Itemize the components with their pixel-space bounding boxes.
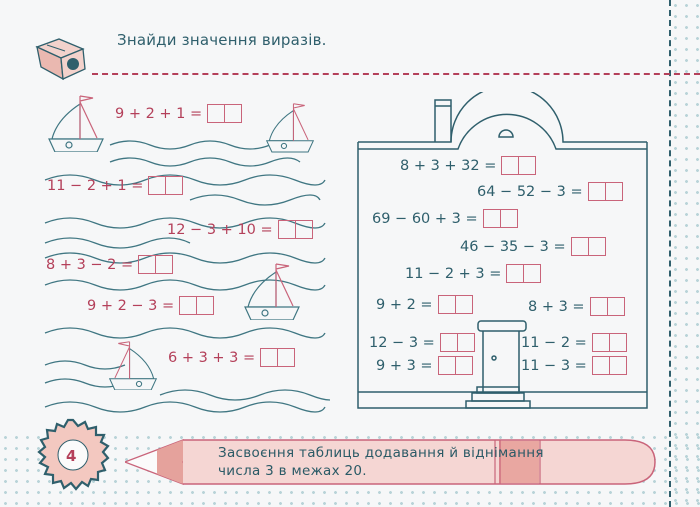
margin-line-vertical	[669, 0, 671, 507]
exercise-row: 6 + 3 + 3 =	[168, 348, 296, 367]
answer-box[interactable]	[591, 356, 627, 375]
exercise-row: 11 − 3 =	[521, 356, 627, 375]
house-drawing	[357, 92, 648, 409]
answer-box[interactable]	[437, 295, 473, 314]
answer-box[interactable]	[587, 182, 623, 201]
exercise-row: 9 + 2 − 3 =	[87, 296, 215, 315]
exercise-row: 12 − 3 =	[369, 333, 475, 352]
exercise-row: 8 + 3 − 2 =	[46, 255, 174, 274]
exercise-row: 8 + 3 + 32 =	[400, 156, 537, 175]
exercise-row: 46 − 35 − 3 =	[460, 237, 606, 256]
answer-box[interactable]	[207, 104, 243, 123]
pencil-shavings-badge	[37, 418, 110, 491]
exercise-row: 64 − 52 − 3 =	[477, 182, 623, 201]
exercise-row: 8 + 3 =	[528, 297, 625, 316]
topic-description: Засвоєння таблиць додавання й віднімання…	[218, 444, 544, 480]
pencil-banner	[125, 439, 656, 485]
exercise-row: 9 + 2 =	[376, 295, 473, 314]
sea-waves	[44, 140, 330, 413]
answer-box[interactable]	[148, 176, 184, 195]
dashed-divider	[92, 73, 700, 75]
answer-box[interactable]	[138, 255, 174, 274]
instruction-title: Знайди значення виразів.	[117, 31, 327, 49]
answer-box[interactable]	[437, 356, 473, 375]
exercise-row: 11 − 2 + 1 =	[47, 176, 184, 195]
exercise-row: 11 − 2 + 3 =	[405, 264, 542, 283]
dotted-margin-right	[670, 0, 700, 507]
answer-box[interactable]	[482, 209, 518, 228]
exercise-row: 12 − 3 + 10 =	[167, 220, 313, 239]
answer-box[interactable]	[506, 264, 542, 283]
answer-box[interactable]	[501, 156, 537, 175]
answer-box[interactable]	[260, 348, 296, 367]
exercise-row: 9 + 3 =	[376, 356, 473, 375]
exercise-row: 11 − 2 =	[521, 333, 627, 352]
page-number: 4	[66, 447, 77, 465]
pencil-sharpener-icon	[33, 33, 91, 83]
answer-box[interactable]	[589, 297, 625, 316]
answer-box[interactable]	[439, 333, 475, 352]
answer-box[interactable]	[570, 237, 606, 256]
topic-line-2: числа 3 в межах 20.	[218, 463, 367, 479]
answer-box[interactable]	[277, 220, 313, 239]
sailboat-icon	[48, 95, 104, 152]
answer-box[interactable]	[179, 296, 215, 315]
sailboat-icon	[108, 341, 158, 390]
exercise-row: 9 + 2 + 1 =	[115, 104, 243, 123]
exercise-row: 69 − 60 + 3 =	[372, 209, 518, 228]
topic-line-1: Засвоєння таблиць додавання й віднімання	[218, 445, 544, 461]
sailboat-icon	[244, 263, 300, 320]
sailboat-icon	[265, 103, 315, 153]
answer-box[interactable]	[591, 333, 627, 352]
